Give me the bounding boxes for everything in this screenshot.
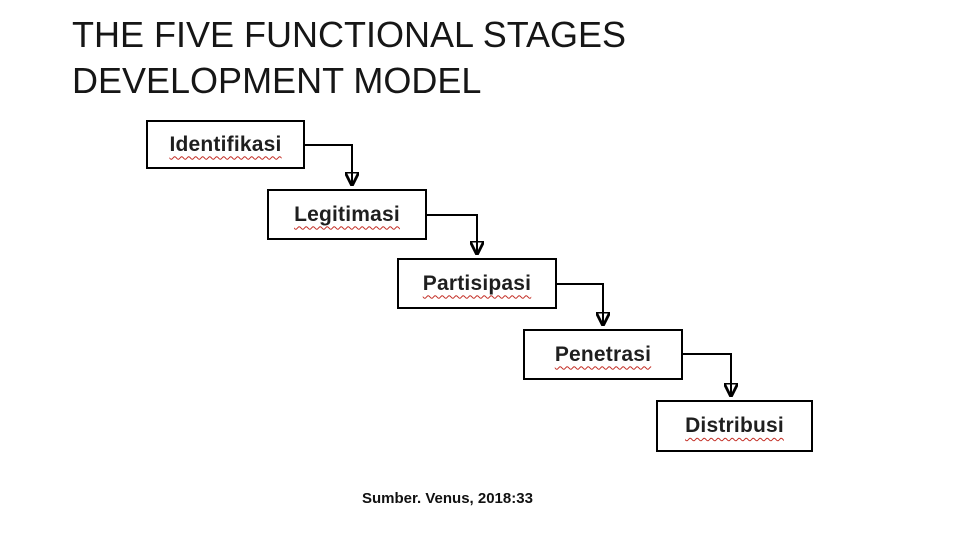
- connector-arrow-4-5: [683, 353, 731, 395]
- slide-title-line-1: THE FIVE FUNCTIONAL STAGES: [72, 14, 627, 55]
- stage-label-legitimasi: Legitimasi: [294, 202, 400, 226]
- stage-box-distribusi: Distribusi: [656, 400, 813, 452]
- stage-label-identifikasi: Identifikasi: [169, 132, 282, 156]
- stage-box-partisipasi: Partisipasi: [397, 258, 557, 309]
- stage-label-distribusi: Distribusi: [685, 414, 784, 437]
- connector-arrow-3-4: [557, 283, 603, 324]
- connector-arrow-2-3: [427, 214, 477, 253]
- stage-label-partisipasi: Partisipasi: [422, 271, 532, 295]
- source-citation: Sumber. Venus, 2018:33: [362, 490, 533, 507]
- stage-label-penetrasi: Penetrasi: [554, 342, 652, 366]
- stage-box-identifikasi: Identifikasi: [146, 120, 305, 169]
- slide-title-line-2: DEVELOPMENT MODEL: [72, 60, 482, 101]
- stage-box-penetrasi: Penetrasi: [523, 329, 683, 380]
- connector-arrow-1-2: [305, 144, 352, 184]
- slide-title: THE FIVE FUNCTIONAL STAGES DEVELOPMENT M…: [72, 12, 626, 104]
- stage-box-legitimasi: Legitimasi: [267, 189, 427, 240]
